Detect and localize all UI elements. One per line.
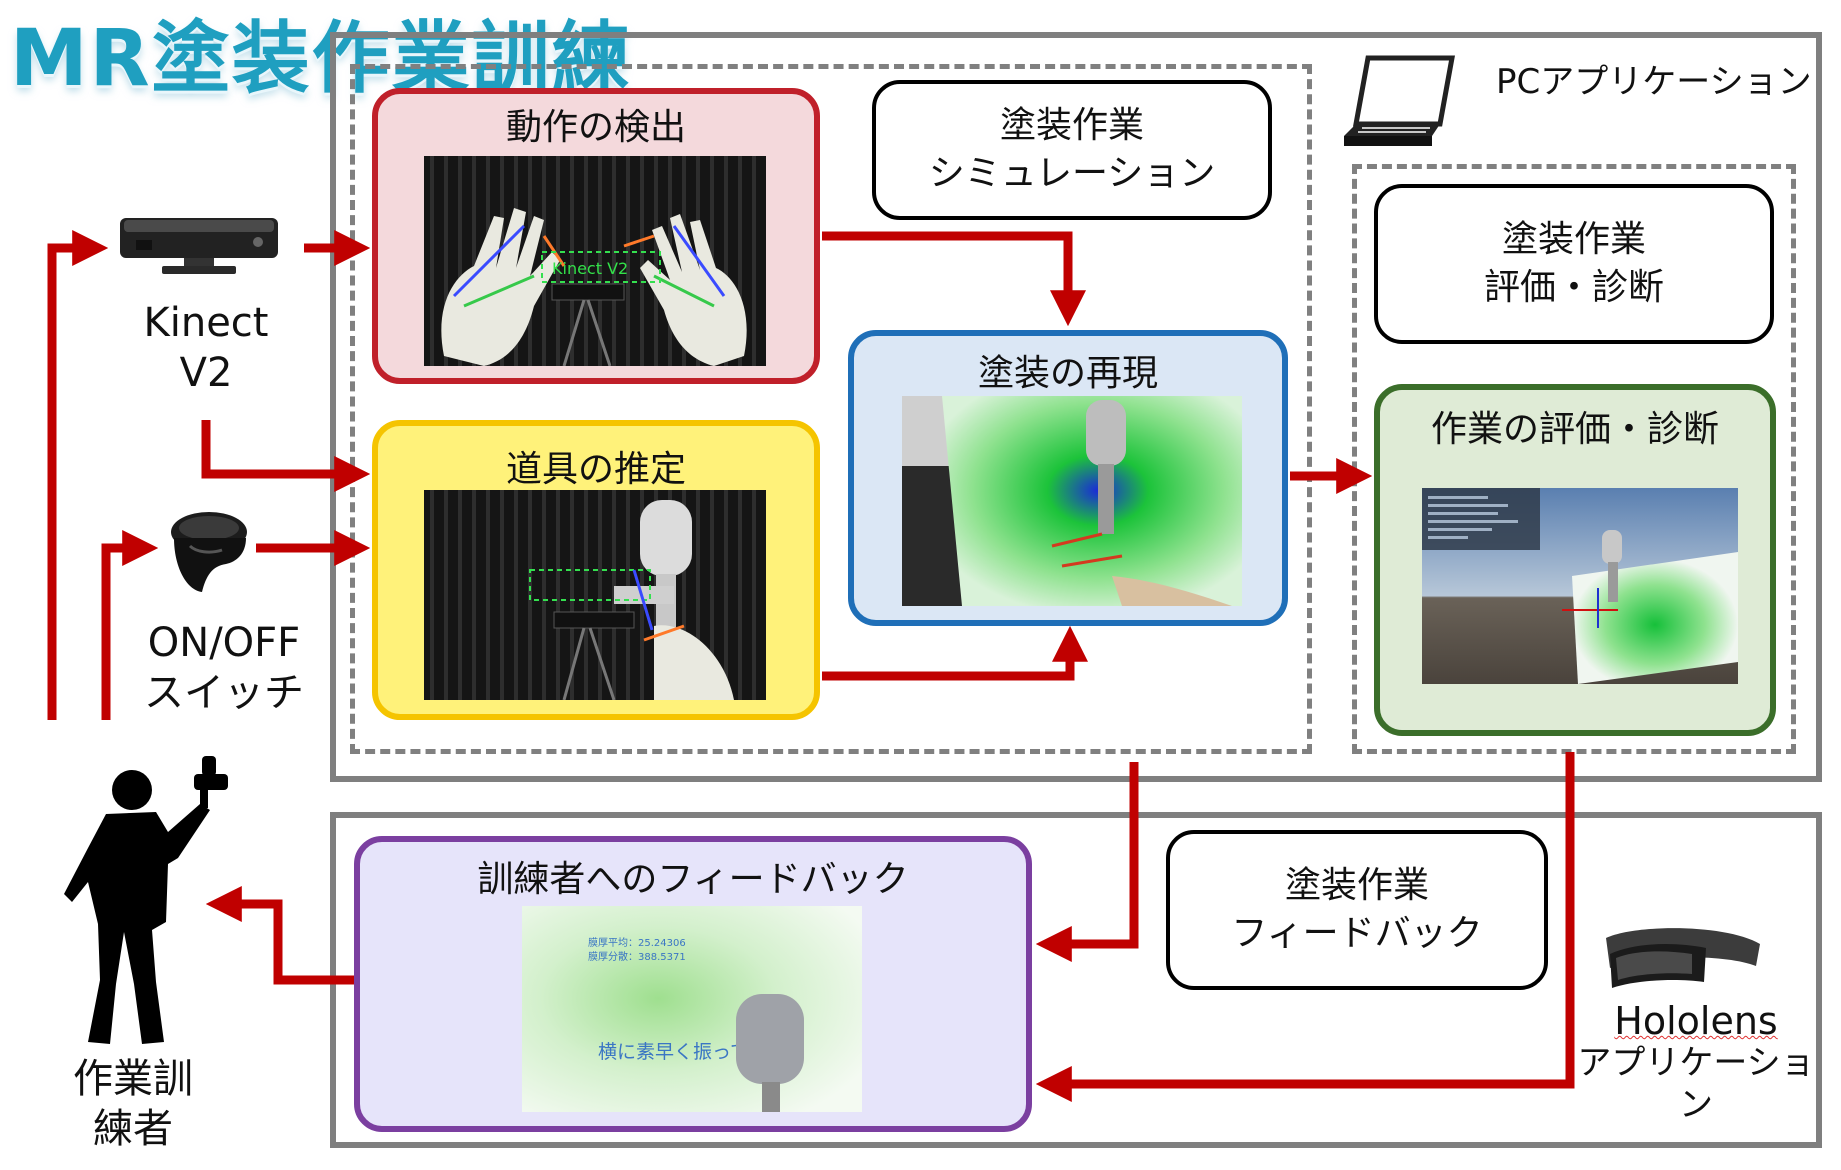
paint-simulation-line2: シミュレーション xyxy=(928,153,1216,194)
hand-tracking-image: Kinect V2 xyxy=(424,156,766,366)
paint-reproduction-label: 塗装の再現 xyxy=(977,353,1158,394)
work-evaluation-label: 作業の評価・診断 xyxy=(1430,409,1719,450)
kinect-overlay-text: Kinect V2 xyxy=(552,259,628,278)
paint-simulation-box: 塗装作業 シミュレーション xyxy=(872,80,1272,220)
kinect-icon xyxy=(118,212,280,276)
trainee-label-line2: 練者 xyxy=(93,1106,173,1152)
paint-feedback-line1: 塗装作業 xyxy=(1284,865,1429,906)
hololens-label-line1: Hololens xyxy=(1614,999,1778,1043)
arrow-trainee-to-kinect xyxy=(47,230,109,720)
trainee-label: 作業訓 練者 xyxy=(48,1054,218,1154)
feedback-view-image: 膜厚平均：25.24306 膜厚分散：388.5371 横に素早く振って xyxy=(522,906,862,1112)
hololens-label-line2: アプリケーション xyxy=(1577,1043,1815,1125)
simulation-group xyxy=(350,64,1312,754)
trainee-silhouette-icon xyxy=(60,752,230,1052)
kinect-label-line2: V2 xyxy=(179,350,233,396)
arrow-trainee-to-switch xyxy=(101,530,159,720)
paint-feedback-box: 塗装作業 フィードバック xyxy=(1166,830,1548,990)
kinect-label: Kinect V2 xyxy=(116,298,296,398)
paint-reproduction-image xyxy=(902,396,1242,606)
arrow-simulation-to-feedback xyxy=(1035,762,1139,962)
feedback-stat-mean: 膜厚平均：25.24306 xyxy=(588,937,686,949)
arrow-evaluation-to-feedback xyxy=(1035,752,1575,1102)
evaluation-scene-image xyxy=(1422,488,1738,684)
feedback-message: 横に素早く振って xyxy=(598,1041,749,1063)
paint-feedback-line2: フィードバック xyxy=(1231,913,1483,954)
tool-estimation-label: 道具の推定 xyxy=(505,449,686,490)
hololens-label: Hololens アプリケーション xyxy=(1566,1000,1826,1126)
arrow-feedback-to-trainee xyxy=(205,886,354,985)
switch-label-line1: ON/OFF xyxy=(147,620,301,666)
switch-icon xyxy=(166,506,252,596)
pc-application-frame xyxy=(330,32,1822,782)
tool-tracking-image xyxy=(424,490,766,700)
arrow-tool-to-reproduction xyxy=(822,625,1088,681)
paint-evaluation-box: 塗装作業 評価・診断 xyxy=(1374,184,1774,344)
motion-detection-label: 動作の検出 xyxy=(505,107,686,148)
arrow-kinect-to-tool xyxy=(201,420,371,492)
hololens-icon xyxy=(1596,918,1766,998)
feedback-stat-variance: 膜厚分散：388.5371 xyxy=(588,950,686,963)
arrow-motion-to-reproduction xyxy=(822,231,1086,327)
laptop-icon xyxy=(1340,52,1460,152)
paint-simulation-line1: 塗装作業 xyxy=(999,105,1144,146)
trainee-label-line1: 作業訓 xyxy=(73,1056,193,1102)
kinect-label-line1: Kinect xyxy=(143,300,269,346)
switch-label-line2: スイッチ xyxy=(144,670,304,716)
switch-label: ON/OFF スイッチ xyxy=(124,618,324,718)
paint-evaluation-line1: 塗装作業 xyxy=(1501,219,1646,260)
feedback-to-trainee-label: 訓練者へのフィードバック xyxy=(477,859,909,900)
pc-application-label: PCアプリケーション xyxy=(1496,62,1812,102)
paint-evaluation-line2: 評価・診断 xyxy=(1483,267,1664,308)
